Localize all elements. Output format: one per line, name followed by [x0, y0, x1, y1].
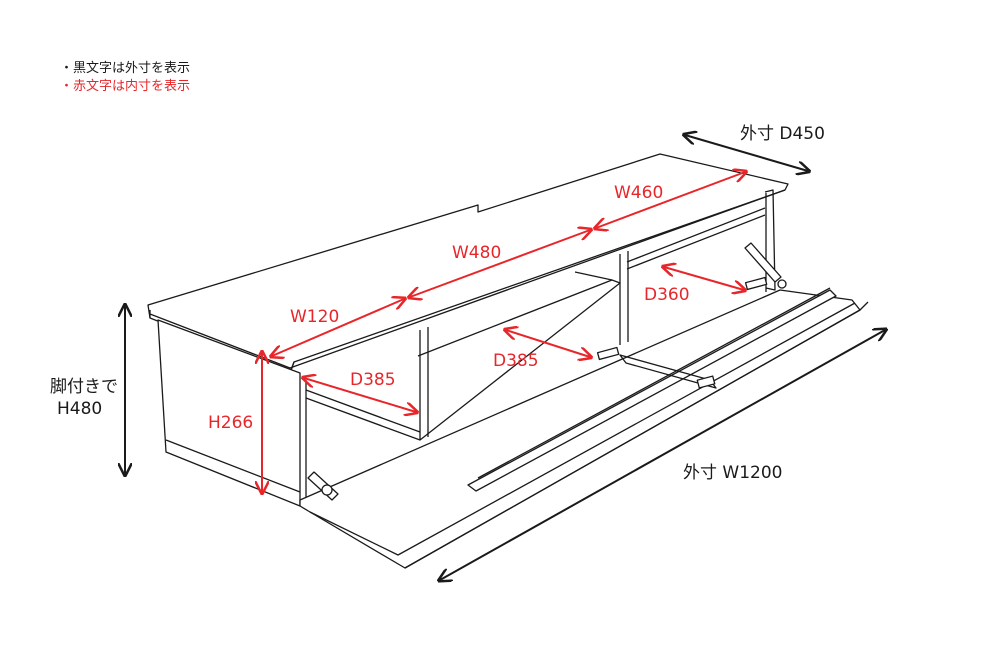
dim-arrow-d385-left: [304, 378, 416, 412]
label-height-line2: H480: [57, 399, 102, 419]
label-w120: W120: [290, 307, 339, 327]
label-d385-left: D385: [350, 370, 396, 390]
label-w460: W460: [614, 183, 663, 203]
label-w480: W480: [452, 243, 501, 263]
dim-arrow-outer-width: [440, 330, 885, 580]
legend: ・黒文字は外寸を表示 ・赤文字は内寸を表示: [60, 60, 190, 96]
partition-right: [619, 251, 629, 345]
label-h266: H266: [208, 413, 253, 433]
dim-arrow-d360: [664, 267, 744, 290]
label-outer-depth: 外寸 D450: [740, 124, 825, 144]
right-side-panel: [764, 189, 776, 291]
dim-arrow-d385-mid: [506, 330, 590, 357]
partition-left: [419, 327, 429, 440]
dim-arrow-outer-depth: [685, 135, 808, 171]
hinge-right: [744, 242, 782, 283]
dim-arrow-w120: [272, 299, 404, 356]
legend-outer-note: ・黒文字は外寸を表示: [60, 61, 191, 76]
label-height-line1: 脚付きで: [50, 377, 118, 397]
label-outer-width: 外寸 W1200: [683, 463, 782, 483]
label-d360: D360: [644, 285, 690, 305]
label-d385-mid: D385: [493, 351, 539, 371]
dim-arrow-w480: [410, 230, 590, 297]
bracket-mid: [596, 346, 620, 361]
bracket-right: [744, 276, 768, 291]
legend-inner-note: ・赤文字は内寸を表示: [60, 79, 191, 94]
dim-arrow-w460: [596, 172, 745, 228]
